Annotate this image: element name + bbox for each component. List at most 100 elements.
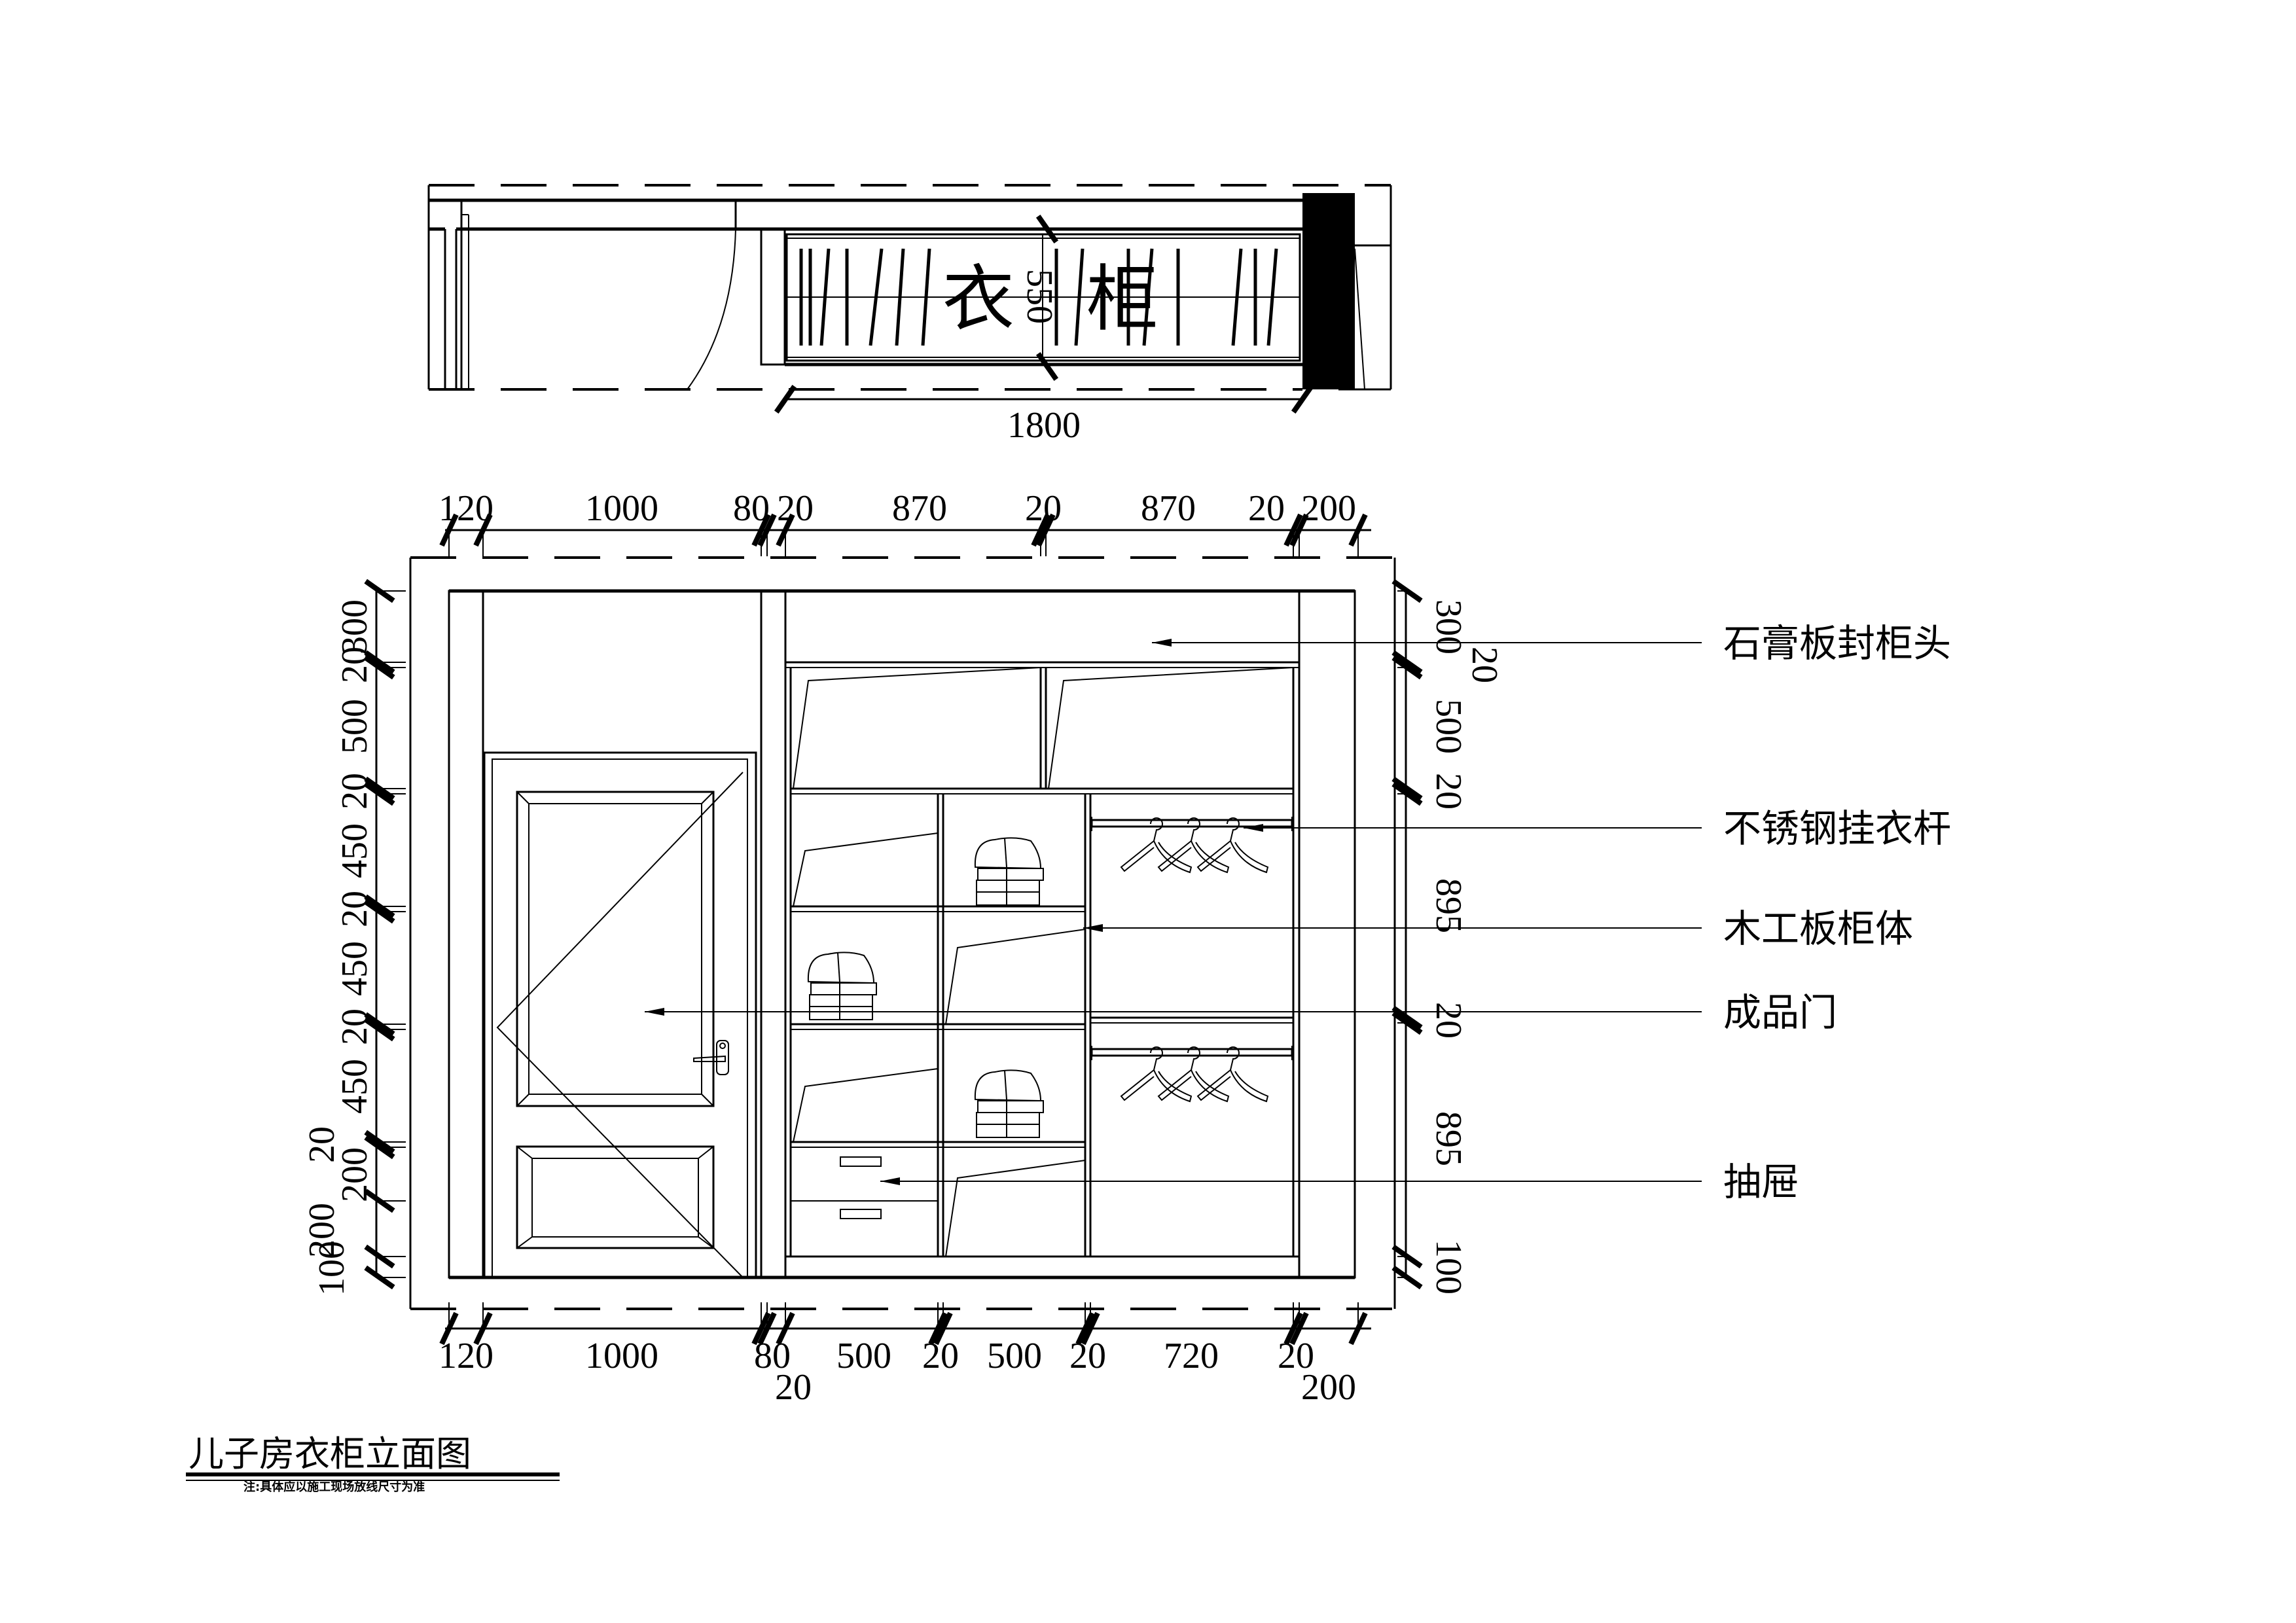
top-dimension-label: 200 — [1301, 488, 1356, 529]
bottom-dimension-label: 500 — [987, 1336, 1042, 1376]
dimension-tick — [1289, 1311, 1309, 1346]
left-dimension-label: 450 — [334, 941, 375, 996]
callout-finished-door: 成品门 — [1723, 990, 1837, 1035]
folded-clothes-icon — [807, 952, 877, 1020]
right-dimension-label: 20 — [1428, 773, 1469, 810]
plan-label-wardrobe-1: 衣 — [942, 257, 1014, 341]
bottom-dimension-label: 20 — [775, 1367, 812, 1408]
right-dimension-label: 895 — [1428, 878, 1469, 933]
left-dimension-label: 20 — [334, 891, 375, 927]
top-dimension-label: 870 — [1141, 488, 1196, 529]
bottom-dimension-label: 80 — [754, 1336, 791, 1376]
right-dimension-label: 100 — [1428, 1240, 1469, 1294]
bottom-dimension-label: 720 — [1164, 1336, 1219, 1376]
plan-view: 衣 柜 550 1800 — [427, 184, 1392, 446]
door-handle-icon — [693, 1040, 729, 1075]
plan-door-swing-arc — [687, 228, 736, 390]
plan-width-dimension: 1800 — [1007, 405, 1081, 446]
right-dimension-label: 895 — [1428, 1111, 1469, 1166]
dimension-tick — [757, 1311, 777, 1346]
top-dimension-label: 80 — [733, 488, 770, 529]
bottom-dimension-label: 120 — [439, 1336, 493, 1376]
dimension-tick — [439, 513, 459, 547]
plan-hanger-lines — [799, 248, 1278, 346]
finished-door — [483, 751, 757, 1279]
dimension-tick — [1289, 513, 1309, 547]
dimension-tick — [751, 513, 771, 547]
coat-hanger-icon — [1196, 817, 1269, 874]
top-dimension-label: 1000 — [585, 488, 658, 529]
dimension-tick — [473, 1311, 493, 1346]
top-dimension-label: 870 — [892, 488, 947, 529]
folded-clothes-icon — [974, 1069, 1044, 1138]
top-dimension-label: 120 — [439, 488, 493, 529]
left-dimension-label: 20 — [334, 647, 375, 683]
right-wall-hatch — [1298, 590, 1356, 1279]
callout-leaders — [645, 639, 1702, 1185]
dimension-tick — [757, 513, 777, 547]
right-dimension-label: 20 — [1428, 1002, 1469, 1039]
dimension-tick — [776, 1311, 795, 1346]
top-dimension-label: 20 — [1248, 488, 1285, 529]
drawer-handle-icon — [840, 1156, 882, 1167]
left-wall-hatch — [448, 590, 484, 1279]
dimension-tick — [776, 513, 795, 547]
door-swing-indicator — [496, 772, 744, 1278]
dimension-tick — [439, 1311, 459, 1346]
dimension-tick — [933, 1311, 953, 1346]
left-dimension-label: 450 — [334, 1059, 375, 1114]
drawing-note: 注:具体应以施工现场放线尺寸为准 — [243, 1480, 425, 1494]
callout-drawer: 抽屉 — [1723, 1160, 1799, 1204]
left-dimension-label: 200 — [302, 1203, 342, 1258]
dimension-tick — [473, 513, 493, 547]
dimension-tick — [1348, 513, 1368, 547]
callout-wood-board-carcass: 木工板柜体 — [1723, 906, 1913, 951]
dimension-tick — [1031, 513, 1050, 547]
hanging-rod-upper — [1090, 817, 1293, 831]
plan-label-wardrobe-2: 柜 — [1086, 257, 1158, 341]
dimension-tick — [1081, 1311, 1100, 1346]
left-dimension-label: 500 — [334, 699, 375, 754]
plan-column-fill — [1302, 193, 1355, 389]
drawing-title: 儿子房衣柜立面图 — [188, 1433, 471, 1474]
bottom-dimension-label: 20 — [922, 1336, 959, 1376]
dimension-tick — [751, 1311, 771, 1346]
hangers-group — [1120, 817, 1269, 1103]
coat-hanger-icon — [1120, 817, 1193, 874]
left-dimension-label: 20 — [334, 773, 375, 810]
glass-reflection-marks — [793, 667, 1294, 1257]
bottom-dimension-label: 1000 — [585, 1336, 658, 1376]
left-dimension-label: 300 — [334, 599, 375, 654]
coat-hanger-icon — [1157, 817, 1230, 874]
bottom-dimension-label: 200 — [1301, 1367, 1356, 1408]
left-dimension-label: 100 — [312, 1241, 352, 1296]
hanging-rod-lower — [1090, 1046, 1293, 1060]
coat-hanger-icon — [1157, 1046, 1230, 1103]
callout-steel-hanging-rod: 不锈钢挂衣杆 — [1723, 806, 1951, 851]
title-block: 儿子房衣柜立面图 注:具体应以施工现场放线尺寸为准 — [186, 1433, 560, 1494]
coat-hanger-icon — [1120, 1046, 1193, 1103]
dimension-tick — [1283, 1311, 1303, 1346]
plan-depth-dimension: 550 — [1019, 269, 1060, 324]
left-dimension-label: 20 — [334, 1008, 375, 1045]
coat-hanger-icon — [1196, 1046, 1269, 1103]
bottom-dimension-label: 20 — [1069, 1336, 1106, 1376]
left-dimension-label: 450 — [334, 823, 375, 878]
dimension-tick — [1348, 1311, 1368, 1346]
right-dimension-label: 500 — [1428, 699, 1469, 754]
dimension-tick — [1283, 513, 1303, 547]
left-dimension-label: 20 — [302, 1126, 342, 1163]
top-dimension-label: 20 — [1025, 488, 1062, 529]
bottom-dimension-label: 20 — [1278, 1336, 1314, 1376]
plan-wardrobe-side — [760, 228, 786, 366]
top-dimension-label: 20 — [777, 488, 814, 529]
folded-clothes-group — [807, 837, 1044, 1138]
callout-gypsum-board-top: 石膏板封柜头 — [1723, 621, 1951, 666]
drawer-handle-icon — [840, 1209, 882, 1219]
